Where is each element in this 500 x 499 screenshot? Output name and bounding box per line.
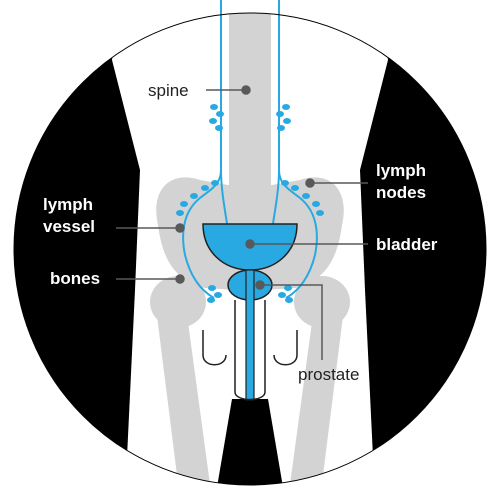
circle-frame [13,12,487,486]
right-femur [288,300,345,485]
lymph-nodes [176,104,324,303]
spine-bone [229,13,271,195]
label-lymph-vessel-line2: vessel [43,217,95,236]
left-femur [155,300,212,485]
label-spine: spine [148,81,189,100]
urethra [245,269,255,401]
leader-lines [116,85,368,360]
label-prostate: prostate [298,365,359,384]
label-bones: bones [50,269,100,288]
right-testis-outline [273,330,298,366]
label-bladder: bladder [376,235,438,254]
penis-outline [234,300,266,401]
left-testis-outline [202,330,227,366]
crotch-region [215,399,285,485]
label-lymph-vessel-line1: lymph [43,195,93,214]
label-lymph-nodes-line1: lymph [376,161,426,180]
label-lymph-nodes-line2: nodes [376,183,426,202]
